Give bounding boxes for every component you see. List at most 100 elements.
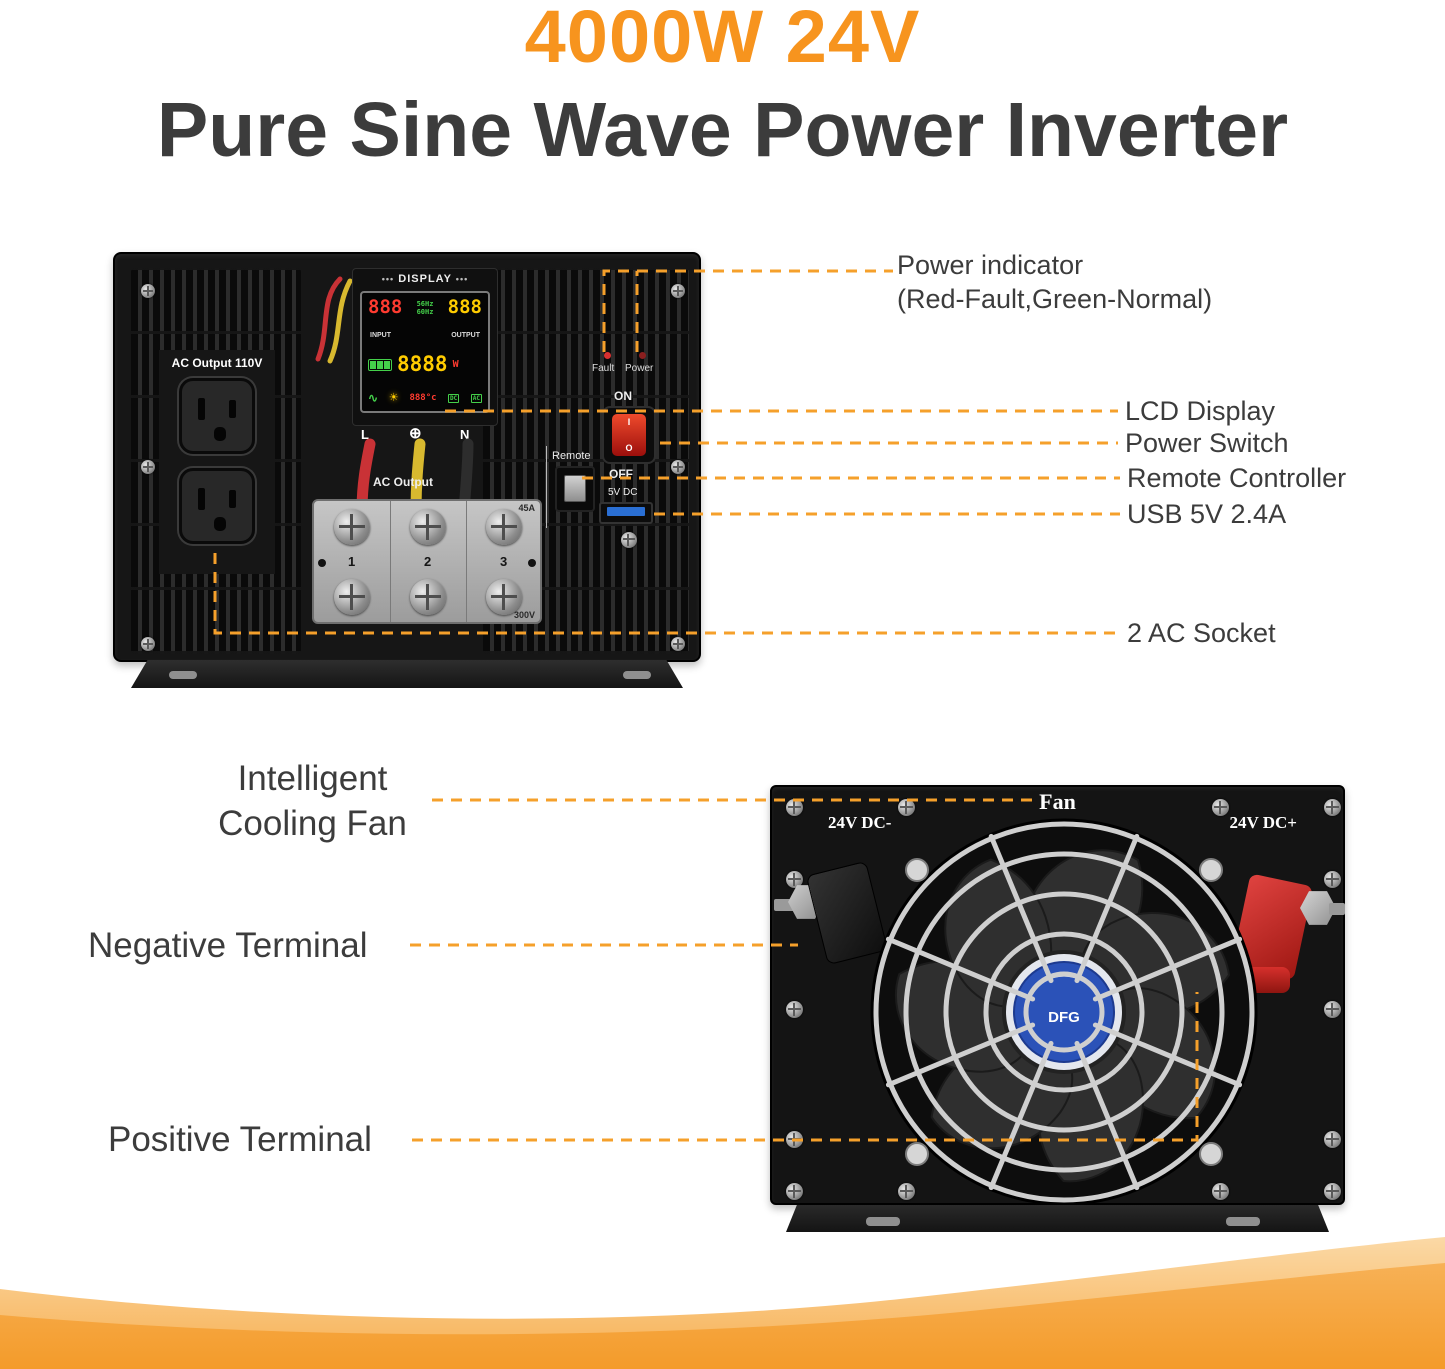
terminal-screw-icon	[334, 579, 370, 615]
switch-on-symbol: I	[627, 417, 631, 427]
terminal-mount-hole	[528, 559, 536, 567]
screw-icon	[786, 1001, 803, 1018]
screw-icon	[1324, 1001, 1341, 1018]
lcd-freq-56: 56Hz	[416, 300, 434, 308]
mount-slot	[1226, 1217, 1260, 1226]
on-label: ON	[614, 389, 632, 403]
fan-guard-screws	[905, 858, 1223, 1166]
socket-slot	[198, 488, 205, 510]
display-header-label: DISPLAY	[398, 273, 452, 285]
page-subtitle: Pure Sine Wave Power Inverter	[156, 87, 1289, 173]
dc-positive-label: 24V DC+	[1229, 813, 1297, 832]
terminal-number-1: 1	[348, 554, 356, 569]
inverter-front-view: AC Output 110V ••	[113, 252, 701, 690]
callout-cooling-fan: Intelligent Cooling Fan	[200, 756, 425, 846]
fault-label: Fault	[592, 363, 615, 374]
callout-power-switch: Power Switch	[1125, 428, 1289, 458]
ac-socket-2	[179, 468, 255, 544]
front-panel: AC Output 110V ••	[113, 252, 701, 662]
mount-slot	[866, 1217, 900, 1226]
lcd-freq-60: 60Hz	[416, 308, 434, 316]
ac-terminal-block: 1 2 3 45A 300V	[312, 499, 542, 624]
terminal-rating-voltage: 300V	[513, 610, 535, 620]
screw-icon	[898, 1183, 915, 1200]
lcd-input-voltage: 888	[368, 296, 403, 318]
usb-port	[599, 502, 653, 524]
mount-slot	[169, 671, 197, 679]
terminal-number-2: 2	[424, 554, 432, 569]
screw-icon	[141, 284, 155, 298]
battery-icon	[368, 358, 392, 371]
remote-label: Remote	[552, 450, 591, 462]
socket-ground-hole	[214, 427, 226, 441]
screw-icon	[1324, 799, 1341, 816]
screw-icon	[141, 637, 155, 651]
callout-usb: USB 5V 2.4A	[1127, 499, 1287, 529]
ground-screw-icon	[621, 532, 637, 548]
front-mounting-flange	[131, 660, 683, 688]
internal-wires	[315, 276, 353, 364]
callout-power-indicator: Power indicator	[897, 250, 1084, 280]
fan-brand-text: DFG	[1048, 1009, 1080, 1026]
back-panel: Fan 24V DC- 24V DC+	[770, 785, 1345, 1206]
terminal-number-3: 3	[500, 554, 508, 569]
display-decor: •••	[381, 274, 395, 284]
cooling-fan: DFG	[870, 818, 1258, 1206]
screw-icon	[786, 799, 803, 816]
screw-icon	[1324, 1131, 1341, 1148]
dc-negative-label: 24V DC-	[828, 813, 892, 832]
callout-lcd-display: LCD Display	[1125, 396, 1276, 426]
off-label: OFF	[609, 467, 633, 481]
inverter-back-view: Fan 24V DC- 24V DC+	[770, 785, 1345, 1232]
sine-wave-icon: ∿	[368, 391, 379, 405]
fault-led-icon	[604, 352, 611, 359]
screw-icon	[1324, 1183, 1341, 1200]
lcd-power-value: 8888	[397, 352, 448, 376]
callout-ac-socket: 2 AC Socket	[1127, 618, 1276, 648]
terminal-bolt-stem	[1329, 903, 1345, 915]
callout-remote-controller: Remote Controller	[1127, 463, 1347, 493]
lcd-temperature: 888°c	[409, 393, 437, 403]
terminal-screw-icon	[334, 509, 370, 545]
remote-port	[555, 466, 595, 512]
switch-off-symbol: O	[625, 443, 633, 453]
screw-icon	[786, 871, 803, 888]
sun-icon: ☀	[389, 390, 398, 406]
lcd-display-module: ••• DISPLAY ••• 888 56Hz 60Hz 888 INPUT	[352, 268, 498, 426]
screw-icon	[671, 284, 685, 298]
socket-slot	[229, 490, 236, 508]
screw-icon	[786, 1131, 803, 1148]
lcd-output-label: OUTPUT	[451, 332, 480, 339]
page-title: 4000W 24V	[524, 0, 921, 78]
rj-jack	[564, 475, 586, 502]
lcd-ac-chip: AC	[470, 393, 482, 403]
fan-label: Fan	[1039, 789, 1076, 814]
neutral-terminal-label: N	[460, 427, 470, 442]
power-led-icon	[639, 352, 646, 359]
ac-output-110v-label: AC Output 110V	[171, 356, 263, 370]
line-terminal-label: L	[361, 427, 369, 442]
socket-slot	[229, 400, 236, 418]
ac-socket-panel: AC Output 110V	[159, 350, 275, 574]
callout-cooling-fan-line1: Intelligent	[237, 759, 388, 798]
terminal-rating-current: 45A	[518, 503, 535, 513]
socket-slot	[198, 398, 205, 420]
terminal-screw-icon	[410, 579, 446, 615]
screw-icon	[1212, 799, 1229, 816]
screw-icon	[1212, 1183, 1229, 1200]
usb-tongue	[607, 507, 645, 516]
screw-icon	[1324, 871, 1341, 888]
terminal-screw-icon	[486, 509, 522, 545]
power-label: Power	[625, 363, 654, 374]
ground-symbol: ⊕	[409, 425, 422, 442]
screw-icon	[671, 460, 685, 474]
panel-divider	[546, 446, 547, 528]
mount-slot	[623, 671, 651, 679]
ac-socket-1	[179, 378, 255, 454]
lcd-output-voltage: 888	[447, 296, 482, 318]
lcd-screen: 888 56Hz 60Hz 888 INPUT OUTPUT 8888	[360, 291, 490, 413]
screw-icon	[786, 1183, 803, 1200]
callout-power-indicator-sub: (Red-Fault,Green-Normal)	[897, 284, 1213, 314]
lcd-dc-chip: DC	[448, 393, 460, 403]
